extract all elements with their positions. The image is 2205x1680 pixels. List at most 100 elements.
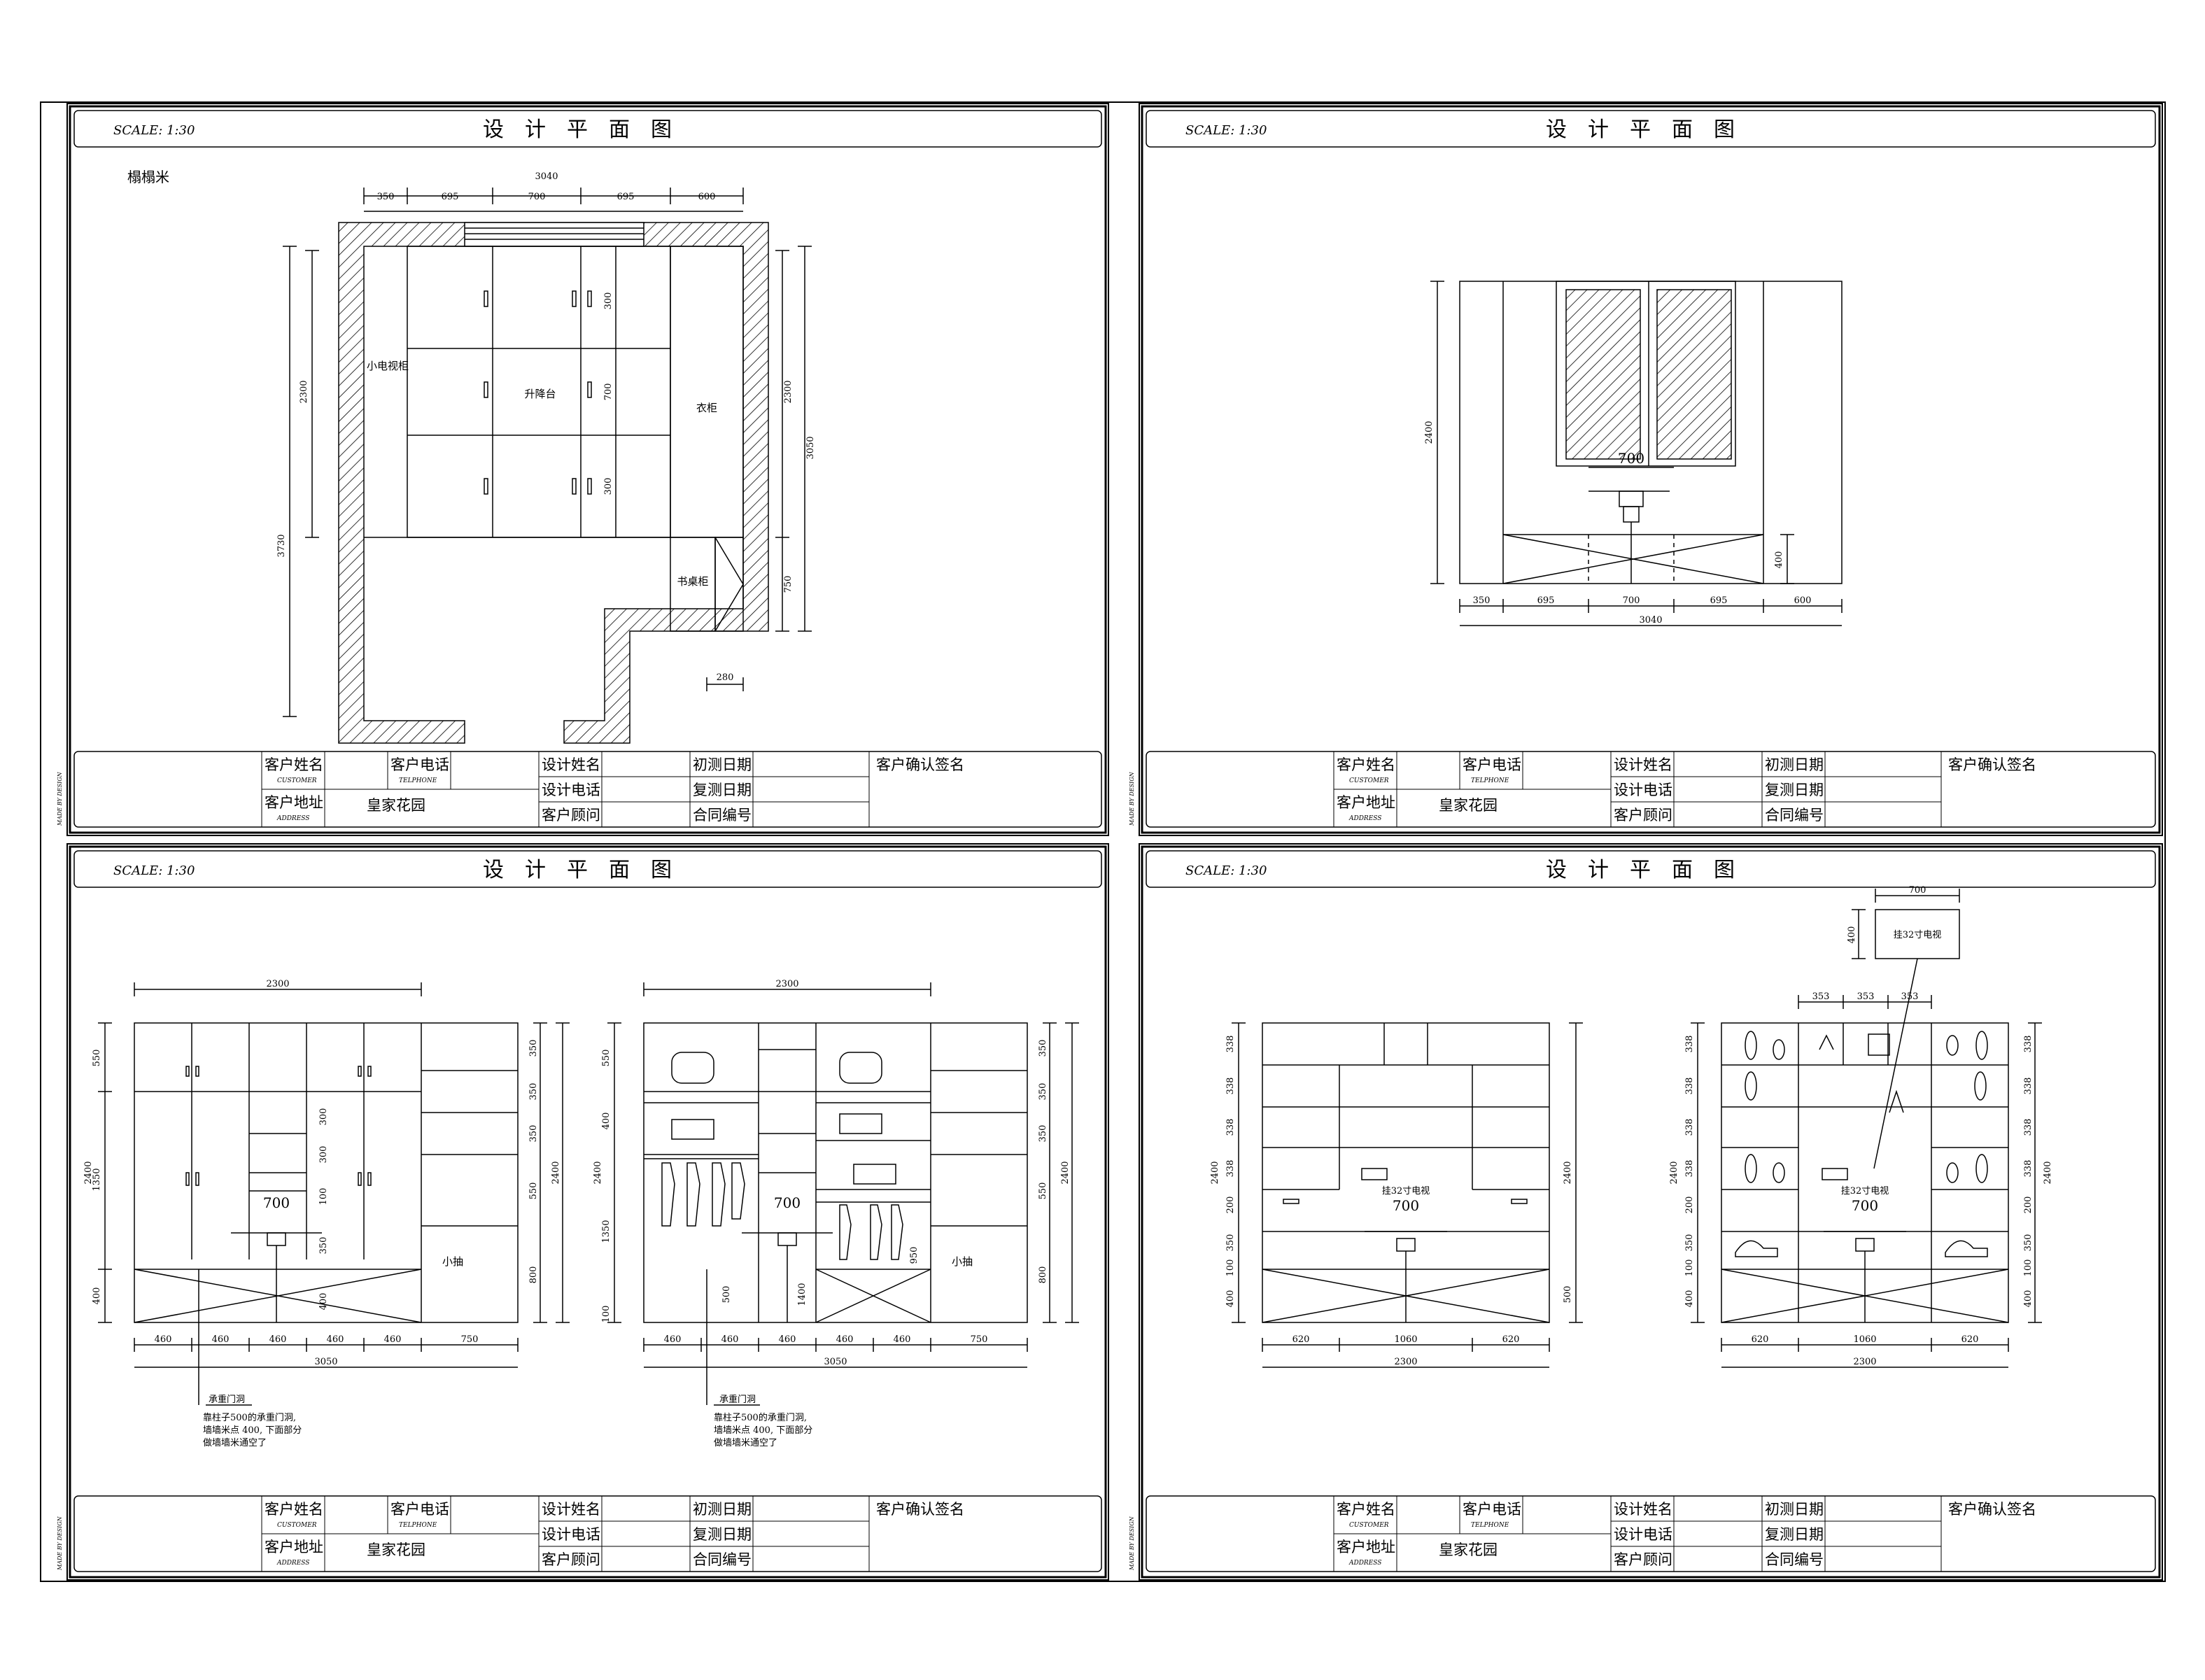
e2r-top-dim: 2300 — [775, 979, 798, 989]
client-name-en: CUSTOMER — [1349, 1522, 1389, 1529]
e2r-bottom-dim: 750 — [971, 1334, 988, 1345]
client-name-label: 客户姓名 — [1337, 756, 1395, 773]
e3-vdim: 100 — [1225, 1259, 1236, 1277]
e3r-tv-height-dim: 400 — [1847, 926, 1857, 944]
e2-bottom-dim: 750 — [461, 1334, 479, 1345]
elevation-2-right — [607, 982, 1079, 1406]
e3r-bottom-dim: 1060 — [1853, 1334, 1876, 1345]
e3r-vdim: 400 — [1684, 1290, 1695, 1308]
e3-vtotal: 2400 — [1210, 1161, 1220, 1184]
e2-bottom-dim: 460 — [155, 1334, 172, 1345]
e3-vdim: 338 — [1225, 1119, 1236, 1136]
sheet-title: 设计平面图 — [483, 858, 693, 882]
title-block: 客户姓名CUSTOMER客户电话TELPHONE客户地址ADDRESS皇家花园设… — [1146, 751, 2156, 828]
e2-right-vdim: 350 — [528, 1083, 539, 1101]
e2-mid-vdim: 400 — [318, 1293, 329, 1311]
e1-bottom-dim: 695 — [1710, 595, 1728, 606]
e3r-shelf-dim: 353 — [1901, 991, 1919, 1002]
e2-bottom-dim: 460 — [384, 1334, 402, 1345]
address-value: 皇家花园 — [367, 797, 425, 814]
e3r-vdim: 200 — [1684, 1197, 1695, 1214]
elevation-2-right-labels: 2300 700 小抽 550 400 1350 100 2400 950 50… — [593, 979, 1071, 1448]
client-name-label: 客户姓名 — [265, 756, 323, 773]
client-phone-label: 客户电话 — [390, 1501, 449, 1518]
e2-mid-vdim: 300 — [318, 1146, 329, 1164]
address-value: 皇家花园 — [1439, 1541, 1498, 1558]
e3r-tv-top-dim: 700 — [1909, 885, 1926, 896]
elevation-1 — [1430, 281, 1843, 626]
re-measure-label: 复测日期 — [693, 782, 752, 798]
client-address-en: ADDRESS — [1348, 815, 1381, 822]
elevation-2-left — [98, 982, 570, 1406]
e3r-rvdim: 338 — [2023, 1036, 2034, 1053]
elevation-3-right-labels: 挂32寸电视 700 400 353 353 353 挂32寸电视 700 33… — [1669, 885, 2053, 1367]
e2r-bottom-dim: 460 — [836, 1334, 854, 1345]
client-name-en: CUSTOMER — [1349, 777, 1389, 784]
client-name-en: CUSTOMER — [277, 777, 317, 784]
label-lift-table: 升降台 — [524, 388, 556, 400]
plan-right-dim: 750 — [783, 576, 794, 593]
e2r-mid-vdim: 500 — [721, 1286, 732, 1304]
title-block: 客户姓名CUSTOMER客户电话TELPHONE客户地址ADDRESS皇家花园设… — [73, 751, 1102, 828]
e3r-bottom-total: 2300 — [1853, 1357, 1876, 1367]
e2-vdim: 550 — [92, 1050, 102, 1067]
e2r-right-vdim: 350 — [1038, 1040, 1048, 1057]
plan-inner-dim: 300 — [603, 478, 614, 495]
e3-vdim: 338 — [1225, 1036, 1236, 1053]
e2r-mid-vdim: 950 — [909, 1247, 920, 1264]
client-phone-en: TELPHONE — [1471, 1522, 1509, 1529]
e2r-table-dim: 700 — [774, 1194, 801, 1211]
e3r-shelf-dim: 353 — [1857, 991, 1875, 1002]
e2r-mid-vdim: 1400 — [797, 1283, 808, 1306]
e3r-bottom-dim: 620 — [1961, 1334, 1979, 1345]
e2-bottom-dim: 460 — [212, 1334, 230, 1345]
e2r-vdim: 100 — [601, 1306, 612, 1323]
e2-right-vdim: 800 — [528, 1266, 539, 1284]
plan-right-dim: 2300 — [783, 380, 794, 403]
side-note: MADE BY DESIGN — [1129, 771, 1135, 826]
first-measure-label: 初测日期 — [1765, 756, 1824, 773]
e2-right-vdim: 350 — [528, 1040, 539, 1057]
designer-phone-label: 设计电话 — [1614, 1526, 1672, 1543]
contract-no-label: 合同编号 — [1765, 807, 1824, 824]
e3r-vdim: 350 — [1684, 1234, 1695, 1252]
floor-plan-labels: 3040 350 695 700 695 600 2300 3730 2300 … — [276, 171, 816, 683]
e2-mid-vdim: 100 — [318, 1188, 329, 1206]
signature-label: 客户确认签名 — [1948, 1501, 2036, 1518]
elevation-3-left — [1232, 1022, 1583, 1368]
signature-label: 客户确认签名 — [1948, 756, 2036, 773]
plan-right-dim: 3050 — [805, 436, 816, 459]
e1-bottom-dim: 695 — [1537, 595, 1555, 606]
floor-plan: 榻榻米 — [127, 169, 812, 744]
re-measure-label: 复测日期 — [1765, 1526, 1824, 1543]
client-consultant-label: 客户顾问 — [1614, 1551, 1672, 1568]
e2r-right-vtotal: 2400 — [1060, 1161, 1071, 1184]
e3r-table-dim: 700 — [1852, 1197, 1878, 1214]
e2r-right-vdim: 350 — [1038, 1083, 1048, 1101]
client-phone-en: TELPHONE — [1471, 777, 1509, 784]
e1-table-dim: 700 — [1618, 450, 1644, 467]
client-consultant-label: 客户顾问 — [542, 1551, 600, 1568]
e3-bottom-dim: 620 — [1292, 1334, 1310, 1345]
label-wardrobe: 衣柜 — [696, 402, 717, 414]
address-value: 皇家花园 — [367, 1541, 425, 1558]
e3r-vdim: 338 — [1684, 1036, 1695, 1053]
client-address-label: 客户地址 — [265, 1539, 323, 1555]
e3-vdim: 200 — [1225, 1197, 1236, 1214]
e2r-bottom-dim: 460 — [779, 1334, 796, 1345]
plan-top-dim: 350 — [377, 192, 395, 202]
side-note: MADE BY DESIGN — [57, 771, 63, 826]
plan-bottom-dim: 280 — [717, 672, 734, 683]
e2-mid-vdim: 350 — [318, 1237, 329, 1255]
scale-label: SCALE: 1:30 — [1185, 863, 1267, 878]
client-address-en: ADDRESS — [1348, 1560, 1381, 1567]
e3r-tv-box-label: 挂32寸电视 — [1894, 930, 1942, 940]
e2-drawer-label: 小抽 — [442, 1255, 463, 1268]
contract-no-label: 合同编号 — [693, 1551, 752, 1568]
e2-mid-vdim: 300 — [318, 1108, 329, 1126]
scale-label: SCALE: 1:30 — [113, 123, 195, 138]
e3r-rvdim: 338 — [2023, 1160, 2034, 1178]
e2-bottom-total: 3050 — [314, 1357, 337, 1367]
